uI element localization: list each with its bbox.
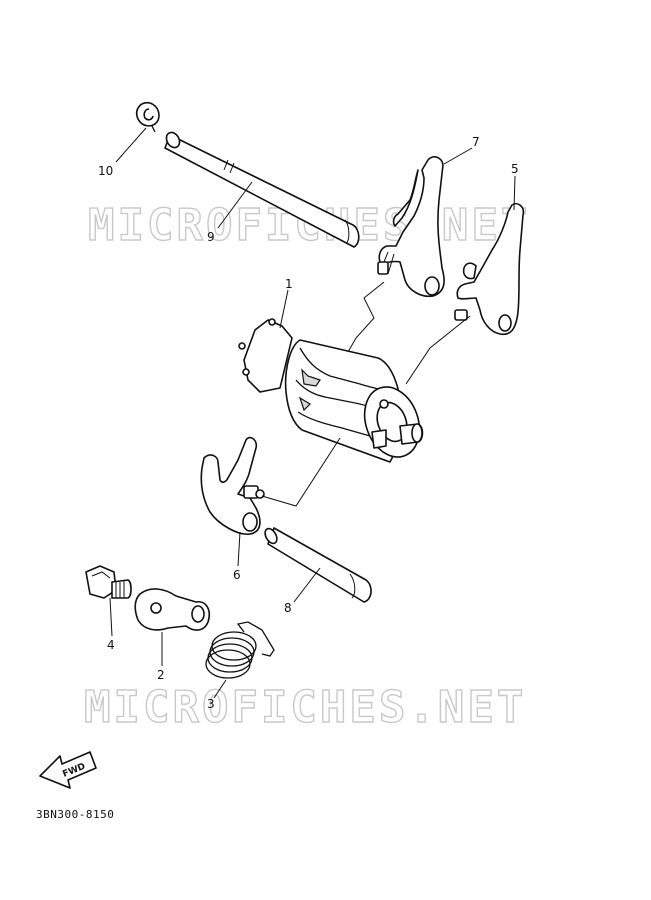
callout-10: 10 <box>98 164 113 178</box>
callout-1: 1 <box>285 277 293 291</box>
part-6-shift-fork <box>200 436 265 535</box>
part-3-torsion-spring <box>205 621 275 679</box>
part-5-shift-fork <box>454 202 525 336</box>
callout-2: 2 <box>157 668 165 682</box>
part-10-circlip <box>135 101 160 133</box>
diagram-code: 3BN300-8150 <box>36 808 114 821</box>
callout-7: 7 <box>472 135 480 149</box>
part-8-fork-shaft <box>264 527 372 603</box>
part-2-stopper-lever <box>134 588 211 631</box>
callout-6: 6 <box>233 568 241 582</box>
fwd-arrow-icon: FWD <box>39 751 97 789</box>
part-9-shift-shaft <box>164 131 360 248</box>
part-7-shift-fork <box>377 156 445 298</box>
callout-9: 9 <box>207 230 215 244</box>
part-4-bolt <box>85 565 132 599</box>
callout-8: 8 <box>284 601 292 615</box>
part-1-shift-drum <box>238 318 424 463</box>
callout-4: 4 <box>107 638 115 652</box>
callout-3: 3 <box>207 697 215 711</box>
callout-5: 5 <box>511 162 519 176</box>
watermark-bottom: MICROFICHES.NET <box>84 682 526 733</box>
